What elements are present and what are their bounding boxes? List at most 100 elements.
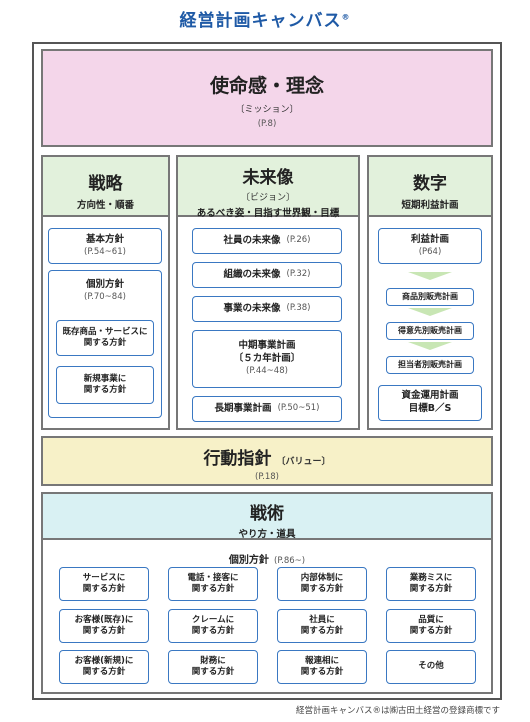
vision-business-label: 事業の未来像 [223, 302, 281, 314]
numbers-step-product: 商品別販売計画 [386, 288, 474, 306]
tactics-cell-line2: 関する方針 [300, 626, 344, 636]
tactics-cell-line1: 電話・接客に [187, 572, 239, 583]
numbers-step-product-label: 商品別販売計画 [402, 291, 458, 301]
tactics-cell-line2: 関する方針 [409, 584, 453, 594]
tactics-cell-line1: お客様(新規)に [74, 655, 134, 666]
numbers-heading: 数字 [413, 174, 447, 194]
mission-section: 使命感・理念 〔ミッション〕 (P.8) [41, 49, 493, 147]
tactics-cell-line2: 関する方針 [82, 626, 126, 636]
vision-employee-ref: (P.26) [286, 235, 311, 246]
numbers-sub: 短期利益計画 [401, 200, 459, 211]
vision-longterm-ref: (P.50~51) [277, 403, 320, 414]
vision-business-box: 事業の未来像 (P.38) [192, 296, 342, 322]
strategy-basic-box: 基本方針 (P.54~61) [48, 228, 162, 264]
numbers-step-rep-label: 担当者別販売計画 [398, 359, 462, 369]
strategy-individual-ref: (P.70~84) [84, 291, 126, 302]
tactics-cell-line2: 関する方針 [191, 626, 235, 636]
values-sub: 〔バリュー〕 [276, 457, 331, 467]
canvas-title-text: 経営計画キャンバス [179, 11, 342, 31]
vision-sub: 〔ビジョン〕 [240, 193, 295, 203]
tactics-cell-line1: クレームに [191, 614, 235, 625]
strategy-individual-label: 個別方針 [85, 279, 124, 290]
vision-organization-box: 組織の未来像 (P.32) [192, 262, 342, 288]
tactics-cell-line1: 報連相に [304, 655, 339, 666]
numbers-header: 数字 短期利益計画 [367, 155, 493, 217]
strategy-existing-line2: 関する方針 [83, 338, 127, 348]
numbers-profit-label: 利益計画 [410, 233, 449, 245]
numbers-funds-line2: 目標B／S [408, 403, 452, 414]
tactics-heading: 戦術 [250, 504, 284, 524]
tactics-cell-line1: その他 [418, 661, 444, 672]
tactics-cell: クレームに関する方針 [168, 609, 258, 643]
vision-longterm-box: 長期事業計画 (P.50~51) [192, 396, 342, 422]
vision-midterm-line1: 中期事業計画 [238, 340, 296, 352]
values-heading-row: 行動指針 〔バリュー〕 [43, 444, 491, 469]
numbers-profit-ref: (P64) [418, 246, 442, 257]
tactics-policy-row: 個別方針 (P.86~) [41, 548, 493, 567]
strategy-header: 戦略 方向性・順番 [41, 155, 170, 217]
strategy-newbiz-box: 新規事業に 関する方針 [56, 366, 154, 404]
vision-longterm-label: 長期事業計画 [214, 402, 272, 414]
vision-midterm-ref: (P.44~48) [246, 366, 288, 377]
flow-arrow-2 [408, 308, 452, 316]
tactics-cell-line2: 関する方針 [300, 584, 344, 594]
tactics-header: 戦術 やり方・道具 [41, 492, 493, 540]
tactics-cell-line2: 関する方針 [191, 667, 235, 677]
vision-sub2: あるべき姿・目指す世界観・目標 [196, 208, 340, 219]
vision-employee-box: 社員の未来像 (P.26) [192, 228, 342, 254]
tactics-cell: 品質に関する方針 [386, 609, 476, 643]
tactics-cell: 財務に関する方針 [168, 650, 258, 684]
numbers-profit-box: 利益計画 (P64) [378, 228, 482, 264]
strategy-newbiz-line1: 新規事業に [83, 373, 127, 384]
tactics-cell: 内部体制に関する方針 [277, 567, 367, 601]
numbers-step-rep: 担当者別販売計画 [386, 356, 474, 374]
flow-arrow-3 [408, 342, 452, 350]
tactics-cell: お客様(新規)に関する方針 [59, 650, 149, 684]
tactics-cell-line2: 関する方針 [409, 626, 453, 636]
tactics-cell: 業務ミスに関する方針 [386, 567, 476, 601]
strategy-sub: 方向性・順番 [76, 200, 134, 211]
vision-organization-label: 組織の未来像 [223, 268, 281, 280]
vision-business-ref: (P.38) [286, 303, 311, 314]
registered-mark: ® [341, 12, 351, 22]
tactics-cell-line2: 関する方針 [82, 584, 126, 594]
trademark-footer: 経営計画キャンバス®は㈱古田土経営の登録商標です [295, 706, 500, 716]
strategy-basic-label: 基本方針 [85, 233, 124, 245]
tactics-policy-ref: (P.86~) [274, 556, 306, 566]
numbers-step-customer: 得意先別販売計画 [386, 322, 474, 340]
tactics-cell-line1: 財務に [200, 655, 226, 666]
tactics-cell: サービスに関する方針 [59, 567, 149, 601]
tactics-policy-label: 個別方針 [228, 555, 269, 566]
tactics-cell-line1: 社員に [309, 614, 335, 625]
tactics-cell: 社員に関する方針 [277, 609, 367, 643]
mission-sub: 〔ミッション〕 [235, 105, 299, 115]
vision-heading: 未来像 [242, 168, 294, 188]
vision-organization-ref: (P.32) [286, 269, 311, 280]
strategy-newbiz-line2: 関する方針 [83, 385, 127, 395]
vision-midterm-line2: 〔５カ年計画〕 [233, 353, 301, 365]
tactics-cell-line2: 関する方針 [191, 584, 235, 594]
strategy-basic-ref: (P.54~61) [84, 246, 126, 257]
tactics-cell: その他 [386, 650, 476, 684]
mission-ref: (P.8) [257, 119, 277, 129]
tactics-cell: お客様(既存)に関する方針 [59, 609, 149, 643]
tactics-cell-line2: 関する方針 [82, 667, 126, 677]
mission-heading: 使命感・理念 [209, 75, 324, 97]
tactics-cell: 電話・接客に関する方針 [168, 567, 258, 601]
tactics-cell-line2: 関する方針 [300, 667, 344, 677]
vision-header: 未来像 〔ビジョン〕 あるべき姿・目指す世界観・目標 [176, 155, 360, 219]
tactics-cell: 報連相に関する方針 [277, 650, 367, 684]
values-ref: (P.18) [255, 472, 279, 482]
strategy-existing-box: 既存商品・サービスに 関する方針 [56, 320, 154, 356]
flow-arrow-1 [408, 272, 452, 280]
numbers-funds-line1: 資金運用計画 [401, 390, 459, 402]
canvas-title: 経営計画キャンバス® [0, 6, 530, 31]
values-section: 行動指針 〔バリュー〕 (P.18) [41, 436, 493, 486]
numbers-funds-box: 資金運用計画 目標B／S [378, 385, 482, 421]
vision-midterm-box: 中期事業計画 〔５カ年計画〕 (P.44~48) [192, 330, 342, 388]
strategy-heading: 戦略 [88, 174, 123, 194]
numbers-step-customer-label: 得意先別販売計画 [398, 325, 462, 335]
tactics-cell-line1: 品質に [418, 614, 444, 625]
tactics-cell-line1: お客様(既存)に [74, 614, 134, 625]
tactics-sub: やり方・道具 [238, 529, 296, 540]
